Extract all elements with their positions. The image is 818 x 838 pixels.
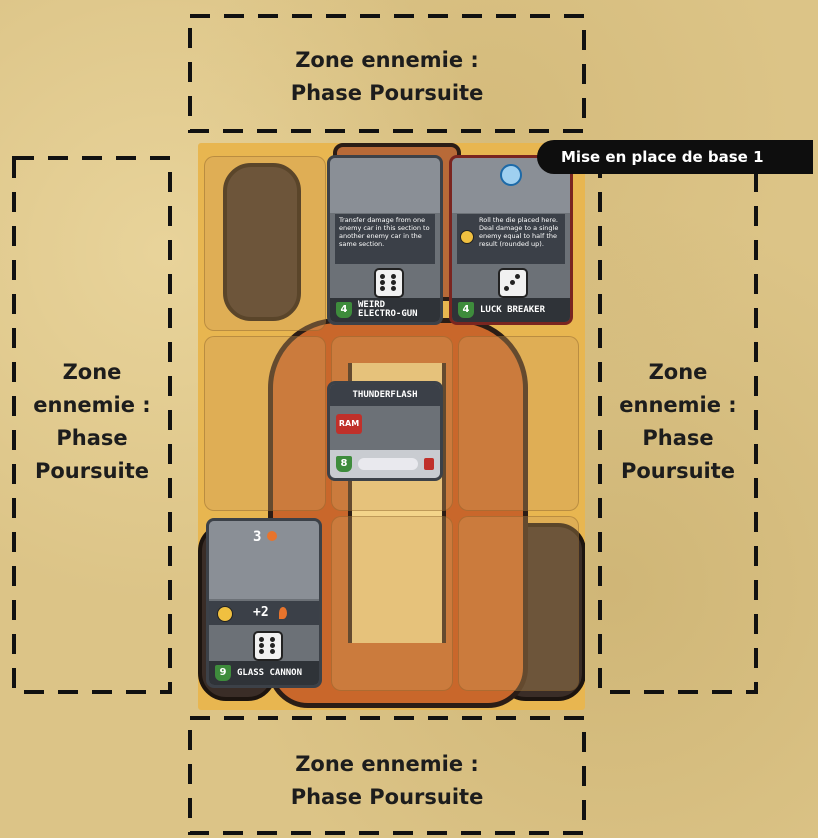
car-section-tile[interactable] xyxy=(458,516,579,691)
zone-label-line1: Zone xyxy=(62,360,122,384)
die-icon xyxy=(253,631,283,661)
card-name: LUCK BREAKER xyxy=(480,305,546,315)
player-car-board: Transfer damage from one enemy car in th… xyxy=(198,143,585,710)
target-icon xyxy=(217,606,233,622)
damage-icon xyxy=(424,458,434,470)
zone-label-line4: Poursuite xyxy=(34,459,150,483)
card-text: Transfer damage from one enemy car in th… xyxy=(335,214,435,264)
bonus-value: +2 xyxy=(253,605,269,620)
card-luck-breaker[interactable]: Roll the die placed here. Deal damage to… xyxy=(449,155,573,325)
car-section-tile[interactable] xyxy=(204,156,326,331)
card-name: GLASS CANNON xyxy=(237,668,303,678)
card-name: WEIRD ELECTRO-GUN xyxy=(358,301,436,319)
card-level: 4 xyxy=(458,302,474,318)
zone-label-line2: Phase Poursuite xyxy=(290,785,484,809)
zone-label-line3: Phase xyxy=(56,426,128,450)
card-title: THUNDERFLASH xyxy=(330,384,440,406)
card-level: 9 xyxy=(215,665,231,681)
zone-label-line4: Poursuite xyxy=(620,459,736,483)
die-icon xyxy=(498,268,528,298)
setup-badge: Mise en place de base 1 xyxy=(537,140,813,174)
card-text: Roll the die placed here. Deal damage to… xyxy=(457,214,565,264)
enemy-zone-bottom[interactable]: Zone ennemie : Phase Poursuite xyxy=(188,716,586,835)
dashed-border xyxy=(188,14,586,133)
card-name-line2: ELECTRO-GUN xyxy=(358,309,418,319)
card-footer: 4 WEIRD ELECTRO-GUN xyxy=(330,298,440,322)
ammo-value: 3 xyxy=(253,529,262,545)
die-icon xyxy=(374,268,404,298)
car-section-tile[interactable] xyxy=(331,516,453,691)
ram-tag: RAM xyxy=(336,414,362,434)
car-section-tile[interactable] xyxy=(204,336,326,511)
enemy-zone-top[interactable]: Zone ennemie : Phase Poursuite xyxy=(188,14,586,133)
wheel-front-left xyxy=(223,163,301,321)
car-section-tile[interactable] xyxy=(458,336,579,511)
card-level: 8 xyxy=(336,456,352,472)
zone-label-line2: ennemie : xyxy=(619,393,737,417)
card-art xyxy=(330,158,440,213)
card-weird-electro-gun[interactable]: Transfer damage from one enemy car in th… xyxy=(327,155,443,325)
enemy-zone-left[interactable]: Zone ennemie : Phase Poursuite xyxy=(12,156,172,694)
card-thunderflash[interactable]: THUNDERFLASH RAM 8 xyxy=(327,381,443,481)
dashed-border xyxy=(12,156,172,694)
card-glass-cannon[interactable]: 3 +2 9 GLASS CANNON xyxy=(206,518,322,688)
dashed-border xyxy=(188,716,586,835)
effect-icons xyxy=(358,458,418,470)
zone-label: Zone ennemie : Phase Poursuite xyxy=(598,356,758,488)
ammo-icon xyxy=(267,531,277,541)
zone-label-line2: ennemie : xyxy=(33,393,151,417)
zone-label: Zone ennemie : Phase Poursuite xyxy=(188,44,586,110)
zone-label-line2: Phase Poursuite xyxy=(290,81,484,105)
zone-label-line1: Zone xyxy=(648,360,708,384)
card-name-line1: WEIRD xyxy=(358,300,386,310)
card-footer: 9 GLASS CANNON xyxy=(209,661,319,685)
zone-label-line1: Zone ennemie : xyxy=(295,752,479,776)
card-art xyxy=(209,521,319,599)
steering-wheel-icon xyxy=(500,164,522,186)
card-footer: 8 xyxy=(330,450,440,478)
zone-label: Zone ennemie : Phase Poursuite xyxy=(188,748,586,814)
zone-label: Zone ennemie : Phase Poursuite xyxy=(12,356,172,488)
damage-icon xyxy=(279,607,287,619)
enemy-zone-right[interactable]: Zone ennemie : Phase Poursuite xyxy=(598,156,758,694)
zone-label-line3: Phase xyxy=(642,426,714,450)
target-icon xyxy=(460,230,474,244)
card-text-bar: +2 xyxy=(209,601,319,625)
zone-label-line1: Zone ennemie : xyxy=(295,48,479,72)
card-level: 4 xyxy=(336,302,352,318)
card-footer: 4 LUCK BREAKER xyxy=(452,298,570,322)
